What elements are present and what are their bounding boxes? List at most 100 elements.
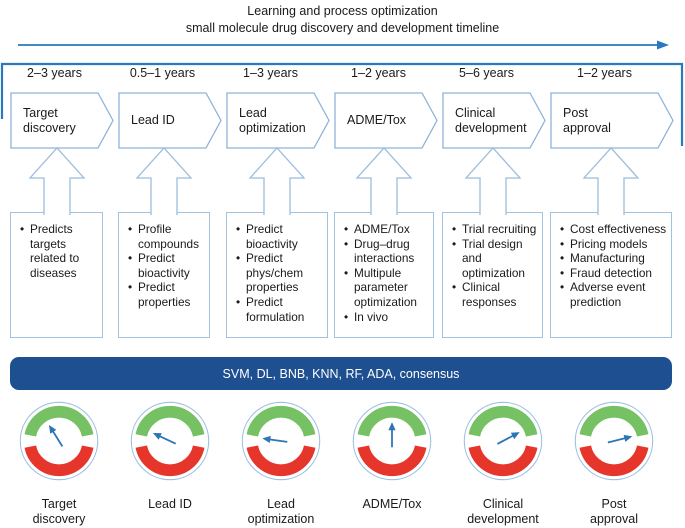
chevron-shape: [10, 92, 114, 149]
chevron-shape: [442, 92, 546, 149]
bullet-item: Cost effectiveness: [558, 222, 667, 237]
applications-box: Cost effectiveness Pricing models Manufa…: [550, 212, 672, 338]
bullet-item: Manufacturing: [558, 251, 667, 266]
gauge-dial-lead-id: [125, 396, 215, 486]
gauge-graphic: [19, 401, 99, 481]
gauge-needle-icon: [388, 422, 396, 448]
bullet-item: Adverse event prediction: [558, 280, 667, 309]
gauge-graphic: [352, 401, 432, 481]
bullet-item: Predicts targets related to diseases: [18, 222, 98, 280]
stage-name: Lead ID: [131, 113, 175, 127]
stage-duration: 1–2 years: [351, 66, 406, 80]
gauge-red-arc: [24, 445, 94, 477]
stage-name: ADME/Tox: [347, 113, 407, 127]
stage-duration: 5–6 years: [459, 66, 514, 80]
bullet-item: In vivo: [342, 310, 429, 325]
stage-column-post-approval: 1–2 years Post approval Cost effectivene…: [550, 0, 674, 528]
bullet-item: Trial design and optimization: [450, 237, 538, 281]
stage-name: Target discovery: [23, 105, 76, 135]
applications-list: Predicts targets related to diseases: [11, 213, 102, 280]
gauge-dial-lead-optimization: [236, 396, 326, 486]
gauge-label: Post approval: [590, 497, 638, 526]
gauge-graphic: [463, 401, 543, 481]
gauge-red-arc: [468, 445, 538, 477]
stage-column-target-discovery: 2–3 years Target discovery Predicts targ…: [10, 0, 114, 528]
bullet-item: Multipule parameter optimization: [342, 266, 429, 310]
bullet-item: Predict formulation: [234, 295, 323, 324]
figure-title-line2: small molecule drug discovery and develo…: [185, 21, 500, 35]
bullet-item: Predict properties: [126, 280, 205, 309]
bullet-item: Fraud detection: [558, 266, 667, 281]
algorithms-banner-text: SVM, DL, BNB, KNN, RF, ADA, consensus: [222, 366, 460, 381]
stage-duration: 1–2 years: [577, 66, 632, 80]
stage-name: Clinical development: [455, 105, 527, 135]
gauge-green-arc: [24, 405, 94, 437]
up-arrow-icon: [355, 147, 413, 215]
chevron-shape: [226, 92, 330, 149]
up-arrow-icon: [582, 147, 640, 215]
bullet-item: Clinical responses: [450, 280, 538, 309]
gauge-red-arc: [246, 445, 316, 477]
gauge-graphic: [241, 401, 321, 481]
algorithms-banner: SVM, DL, BNB, KNN, RF, ADA, consensus: [10, 357, 672, 390]
figure-title-line1: Learning and process optimization: [247, 4, 438, 18]
bullet-item: Predict bioactivity: [234, 222, 323, 251]
bullet-item: Drug–drug interactions: [342, 237, 429, 266]
chevron-shape: [118, 92, 222, 149]
stage-name: Post approval: [563, 105, 611, 135]
gauge-red-arc: [357, 445, 427, 477]
gauge-graphic: [574, 401, 654, 481]
stage-duration: 2–3 years: [27, 66, 82, 80]
applications-list: Trial recruiting Trial design and optimi…: [443, 213, 542, 310]
applications-list: ADME/Tox Drug–drug interactions Multipul…: [335, 213, 433, 324]
gauge-needle-icon: [497, 432, 520, 445]
gauge-label: ADME/Tox: [362, 497, 422, 511]
applications-list: Predict bioactivity Predict phys/chem pr…: [227, 213, 327, 324]
gauge-green-arc: [135, 405, 205, 437]
stage-column-lead-optimization: 1–3 years Lead optimization Predict bioa…: [226, 0, 330, 528]
chevron-shape: [334, 92, 438, 149]
gauge-label: Lead optimization: [247, 497, 315, 526]
bullet-item: ADME/Tox: [342, 222, 429, 237]
applications-box: Profile compounds Predict bioactivity Pr…: [118, 212, 210, 338]
gauge-dial-target-discovery: [14, 396, 104, 486]
chevron-shape: [550, 92, 674, 149]
gauge-label: Clinical development: [467, 497, 539, 526]
gauge-label: Target discovery: [32, 497, 86, 526]
bullet-item: Trial recruiting: [450, 222, 538, 237]
applications-box: Trial recruiting Trial design and optimi…: [442, 212, 543, 338]
up-arrow-icon: [28, 147, 85, 215]
bullet-item: Profile compounds: [126, 222, 205, 251]
gauge-label: Lead ID: [148, 497, 192, 511]
up-arrow-icon: [464, 147, 521, 215]
gauge-dial-clinical-development: [458, 396, 548, 486]
applications-box: Predicts targets related to diseases: [10, 212, 103, 338]
stage-column-lead-id: 0.5–1 years Lead ID Profile compounds Pr…: [118, 0, 222, 528]
gauge-dial-adme-tox: [347, 396, 437, 486]
gauge-needle-icon: [262, 435, 288, 444]
stage-name: Lead optimization: [239, 105, 306, 135]
gauge-green-arc: [579, 405, 649, 437]
applications-list: Cost effectiveness Pricing models Manufa…: [551, 213, 671, 310]
stage-duration: 0.5–1 years: [129, 66, 196, 80]
gauge-needle-icon: [607, 434, 633, 444]
applications-box: ADME/Tox Drug–drug interactions Multipul…: [334, 212, 434, 338]
gauge-needle-icon: [48, 424, 64, 447]
gauge-green-arc: [357, 405, 427, 437]
up-arrow-icon: [248, 147, 306, 215]
stage-duration: 1–3 years: [243, 66, 298, 80]
gauge-green-arc: [246, 405, 316, 437]
applications-list: Profile compounds Predict bioactivity Pr…: [119, 213, 209, 310]
gauge-red-arc: [135, 445, 205, 477]
stage-column-clinical-development: 5–6 years Clinical development Trial rec…: [442, 0, 546, 528]
bullet-item: Pricing models: [558, 237, 667, 252]
figure-title: Learning and process optimization small …: [0, 3, 685, 37]
bullet-item: Predict phys/chem properties: [234, 251, 323, 295]
stage-column-adme-tox: 1–2 years ADME/Tox ADME/Tox Drug–drug in…: [334, 0, 438, 528]
gauge-green-arc: [468, 405, 538, 437]
gauge-dial-post-approval: [569, 396, 659, 486]
applications-box: Predict bioactivity Predict phys/chem pr…: [226, 212, 328, 338]
bullet-item: Predict bioactivity: [126, 251, 205, 280]
up-arrow-icon: [135, 147, 193, 215]
